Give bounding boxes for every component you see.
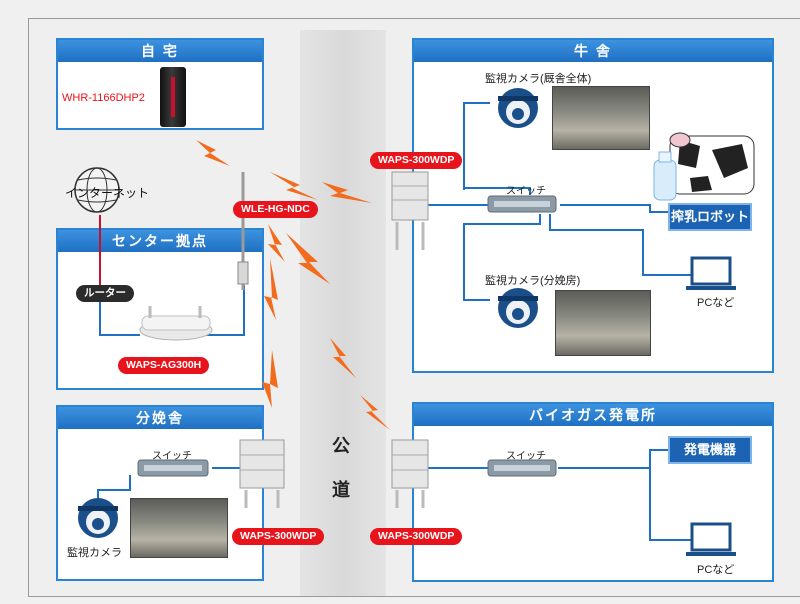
barn-camera2-photo: [555, 290, 651, 356]
center-ap-device: [139, 306, 213, 341]
farrow-switch-label: スイッチ: [152, 451, 192, 462]
internet-label: インターネット: [65, 186, 150, 200]
farrow-camera-label: 監視カメラ: [67, 547, 122, 559]
barn-camera2-link: [463, 214, 541, 301]
farrow-ap-label: WAPS-300WDP: [232, 528, 325, 545]
barn-camera2-label: 監視カメラ(分娩房): [485, 275, 581, 287]
cow-illustration: [669, 132, 755, 195]
farrow-camera-icon: [78, 498, 118, 538]
home-zone-title: 自 宅: [58, 40, 262, 62]
public-road: [300, 30, 386, 596]
road-label-char1: 公: [332, 436, 350, 456]
barn-ap-label: WAPS-300WDP: [370, 152, 463, 169]
barn-camera1-link: [463, 102, 490, 190]
home-router-device: [160, 67, 186, 127]
generator-box: 発電機器: [668, 436, 752, 464]
biogas-generator-link: [558, 449, 668, 469]
wireless-links: [196, 140, 390, 430]
biogas-pc-icon: [686, 522, 736, 556]
barn-camera1-icon: [498, 88, 538, 128]
biogas-ap-label: WAPS-300WDP: [370, 528, 463, 545]
barn-camera1-photo: [552, 86, 650, 150]
farrow-switch-device: [137, 459, 209, 477]
farrow-camera-link: [97, 475, 131, 500]
barn-pc-link: [549, 214, 692, 276]
biogas-ap-device: [391, 439, 429, 508]
farrow-camera-photo: [130, 498, 228, 558]
barn-pc-label: PCなど: [697, 297, 735, 309]
milking-robot-box: 搾乳ロボット: [668, 203, 752, 231]
antenna-label: WLE-HG-NDC: [233, 201, 318, 218]
biogas-switch-label: スイッチ: [506, 451, 546, 462]
barn-camera2-icon: [498, 288, 538, 328]
barn-camera1-label: 監視カメラ(厩舎全体): [485, 73, 592, 85]
barn-switch-device: [487, 195, 557, 213]
barn-zone-title: 牛 舎: [414, 40, 772, 62]
home-router-label: WHR-1166DHP2: [62, 92, 145, 104]
biogas-zone: バイオガス発電所: [412, 402, 774, 582]
internet-globe: [74, 167, 120, 213]
biogas-switch-device: [487, 459, 557, 477]
milk-bottle-illustration: [653, 151, 677, 201]
biogas-zone-title: バイオガス発電所: [414, 404, 772, 426]
center-ap-label: WAPS-AG300H: [118, 357, 210, 374]
biogas-pc-link: [560, 467, 692, 541]
biogas-pc-label: PCなど: [697, 564, 735, 576]
barn-robot-link: [560, 204, 668, 213]
wle-antenna: [237, 172, 249, 290]
barn-ap-device: [391, 171, 429, 250]
barn-switch-label: スイッチ: [506, 186, 546, 197]
ap-antenna-link: [205, 285, 245, 336]
farrow-ap-device: [239, 439, 285, 508]
farrowing-zone-title: 分娩舎: [58, 407, 262, 429]
road-label-char2: 道: [332, 480, 350, 500]
center-zone-title: センター拠点: [58, 230, 262, 252]
router-ap-link: [99, 300, 140, 336]
barn-pc-icon: [686, 256, 736, 290]
center-router-label: ルーター: [76, 285, 134, 302]
